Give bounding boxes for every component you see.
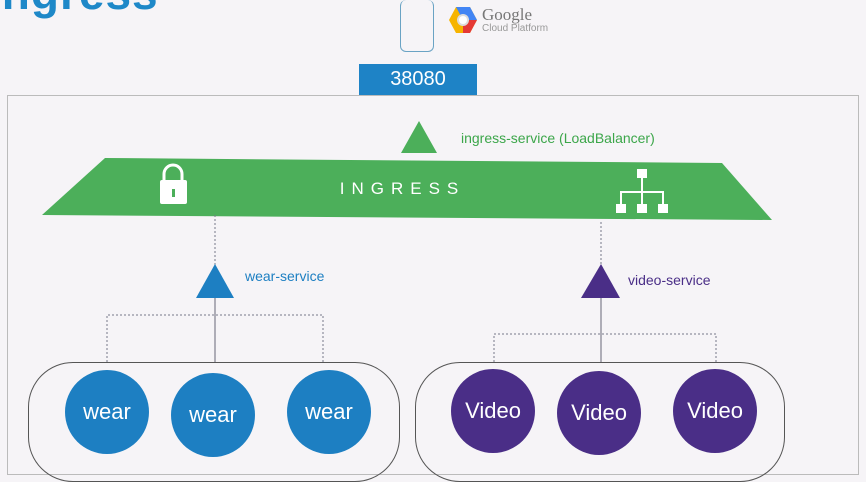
wear-pod: wear	[65, 370, 149, 454]
ingress-service-label: ingress-service (LoadBalancer)	[461, 130, 655, 146]
ingress-label: INGRESS	[339, 179, 466, 198]
wear-pod: wear	[287, 370, 371, 454]
gcp-sub: Cloud Platform	[482, 22, 549, 34]
ingress-service-triangle	[401, 121, 437, 153]
wear-service-label: wear-service	[245, 268, 325, 284]
lock-icon	[160, 163, 187, 204]
device-icon	[400, 0, 434, 52]
gcp-name: Google	[482, 4, 533, 24]
video-pod: Video	[673, 369, 757, 453]
video-pod: Video	[557, 371, 641, 455]
ingress-bar	[42, 158, 772, 220]
sitemap-icon	[616, 169, 668, 213]
slide-title: Ingress	[0, 0, 159, 20]
google-cloud-logo: Google Cloud Platform	[448, 6, 548, 34]
wear-pod: wear	[171, 373, 255, 457]
node-port-badge: 38080	[359, 64, 477, 95]
diagram-lines	[42, 121, 772, 362]
video-pod: Video	[451, 369, 535, 453]
video-service-label: video-service	[628, 272, 711, 288]
wear-service-triangle	[196, 264, 234, 298]
gcp-hexagon-icon	[449, 7, 477, 33]
video-service-triangle	[581, 264, 620, 298]
